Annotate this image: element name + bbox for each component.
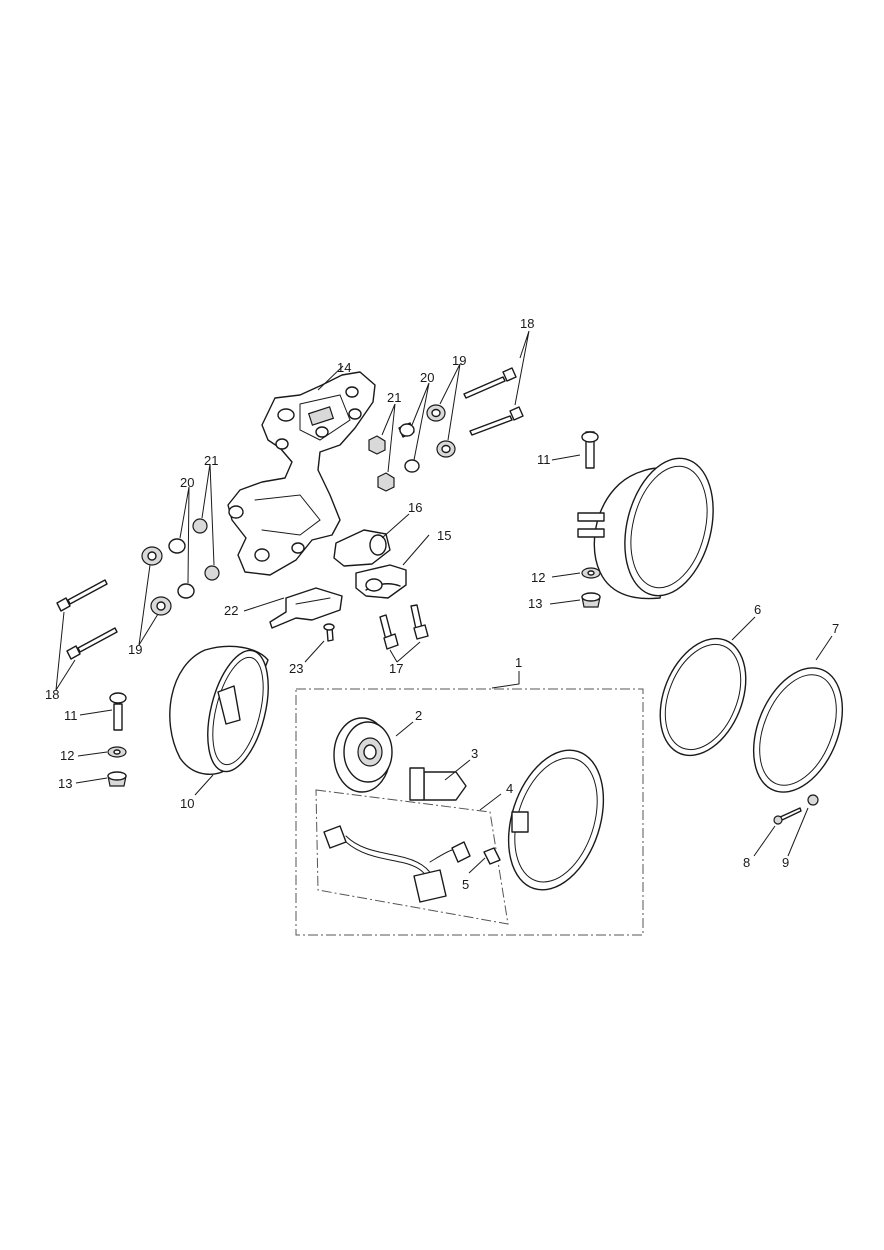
callout-4: 4 [506, 781, 513, 796]
wiring-harness [323, 825, 501, 903]
clamp-screws [379, 604, 429, 650]
kit-boundary [295, 688, 644, 936]
callout-9: 9 [782, 855, 789, 870]
clamp-parts [333, 529, 407, 599]
callout-20-right: 20 [420, 370, 434, 385]
upper-rubber-mounts [368, 404, 456, 492]
callout-13-left: 13 [58, 776, 72, 791]
callout-23: 23 [289, 661, 303, 676]
callout-2: 2 [415, 708, 422, 723]
callout-22: 22 [224, 603, 238, 618]
callout-17: 17 [389, 661, 403, 676]
callout-11-left: 11 [64, 708, 78, 723]
callout-labels: 1 2 3 4 5 6 7 8 9 10 11 11 12 12 13 13 1… [45, 316, 839, 892]
callout-10: 10 [180, 796, 194, 811]
wire-bracket [269, 587, 343, 642]
callout-12-right: 12 [531, 570, 545, 585]
callout-21-left: 21 [204, 453, 218, 468]
left-headlamp-shell [169, 645, 269, 775]
callout-15: 15 [437, 528, 451, 543]
left-fasteners [107, 692, 127, 787]
lower-bolts [56, 579, 118, 660]
harness-sub-boundary [315, 789, 509, 925]
callout-7: 7 [832, 621, 839, 636]
callout-19-left: 19 [128, 642, 142, 657]
headlamp-rims [659, 637, 844, 825]
callout-12-left: 12 [60, 748, 74, 763]
callout-13-right: 13 [528, 596, 542, 611]
right-headlamp-shell [577, 431, 714, 608]
callout-14: 14 [337, 360, 351, 375]
leader-lines [55, 330, 833, 874]
callout-6: 6 [754, 602, 761, 617]
lower-rubber-mounts [141, 518, 220, 616]
callout-21-right: 21 [387, 390, 401, 405]
callout-11-right: 11 [537, 452, 551, 467]
callout-18-right: 18 [520, 316, 534, 331]
callout-1: 1 [515, 655, 522, 670]
callout-19-right: 19 [452, 353, 466, 368]
callout-3: 3 [471, 746, 478, 761]
headlamp-unit [333, 717, 605, 891]
callout-8: 8 [743, 855, 750, 870]
mounting-bracket [227, 371, 376, 576]
callout-20-left: 20 [180, 475, 194, 490]
callout-18-left: 18 [45, 687, 59, 702]
upper-bolts [463, 367, 524, 436]
callout-5: 5 [462, 877, 469, 892]
callout-16: 16 [408, 500, 422, 515]
